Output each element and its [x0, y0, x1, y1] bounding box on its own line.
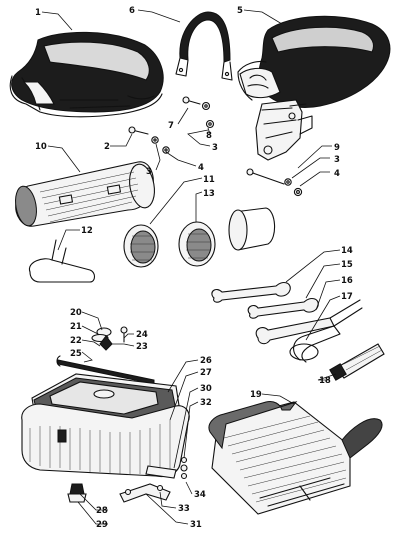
callout-32: 32	[200, 398, 212, 408]
callout-5: 5	[237, 6, 243, 16]
callout-3c: 3	[334, 155, 340, 165]
callout-25: 25	[70, 349, 82, 359]
callout-3a: 3	[146, 167, 152, 177]
callout-29: 29	[96, 520, 108, 530]
callout-20: 20	[70, 308, 82, 318]
callout-15: 15	[341, 260, 353, 270]
tool-bag	[208, 401, 383, 515]
callout-17: 17	[341, 292, 353, 302]
callout-27: 27	[200, 368, 212, 378]
callout-1: 1	[35, 8, 41, 18]
rear-saddle	[237, 15, 391, 161]
front-saddle	[9, 31, 164, 118]
callout-7: 7	[168, 121, 174, 131]
callout-26: 26	[200, 356, 212, 366]
box-hardware	[67, 456, 188, 503]
callout-11: 11	[203, 175, 215, 185]
callout-21: 21	[70, 322, 82, 332]
mounting-hardware-upper	[128, 96, 303, 197]
leader-lines	[41, 9, 341, 525]
callout-24: 24	[136, 330, 148, 340]
callout-23: 23	[136, 342, 148, 352]
callout-33: 33	[178, 504, 190, 514]
tool-box	[21, 373, 190, 478]
callout-30: 30	[200, 384, 212, 394]
callout-3b: 3	[212, 143, 218, 153]
callout-16: 16	[341, 276, 353, 286]
callout-6: 6	[129, 6, 135, 16]
callout-28: 28	[96, 506, 108, 516]
end-caps	[123, 207, 276, 268]
callout-12: 12	[81, 226, 93, 236]
callout-4b: 4	[334, 169, 340, 179]
callout-8: 8	[206, 131, 212, 141]
callout-4a: 4	[198, 163, 204, 173]
callout-31: 31	[190, 520, 202, 530]
callout-14: 14	[341, 246, 353, 256]
callout-2: 2	[104, 142, 110, 152]
callout-10: 10	[35, 142, 47, 152]
callout-22: 22	[70, 336, 82, 346]
wire-clip	[28, 239, 96, 283]
callout-13: 13	[203, 189, 215, 199]
callout-34: 34	[194, 490, 206, 500]
spanner-wrenches	[211, 281, 385, 381]
callout-18: 18	[319, 376, 331, 386]
grab-handle-strap	[175, 11, 233, 81]
callout-19: 19	[250, 390, 262, 400]
callout-9: 9	[334, 143, 340, 153]
tool-tube	[15, 161, 155, 227]
callout-labels: 1 2 3 3 3 4 4 5 6 7 8 9 10 11 12 13 14 1…	[35, 6, 353, 530]
small-fittings	[56, 326, 155, 385]
